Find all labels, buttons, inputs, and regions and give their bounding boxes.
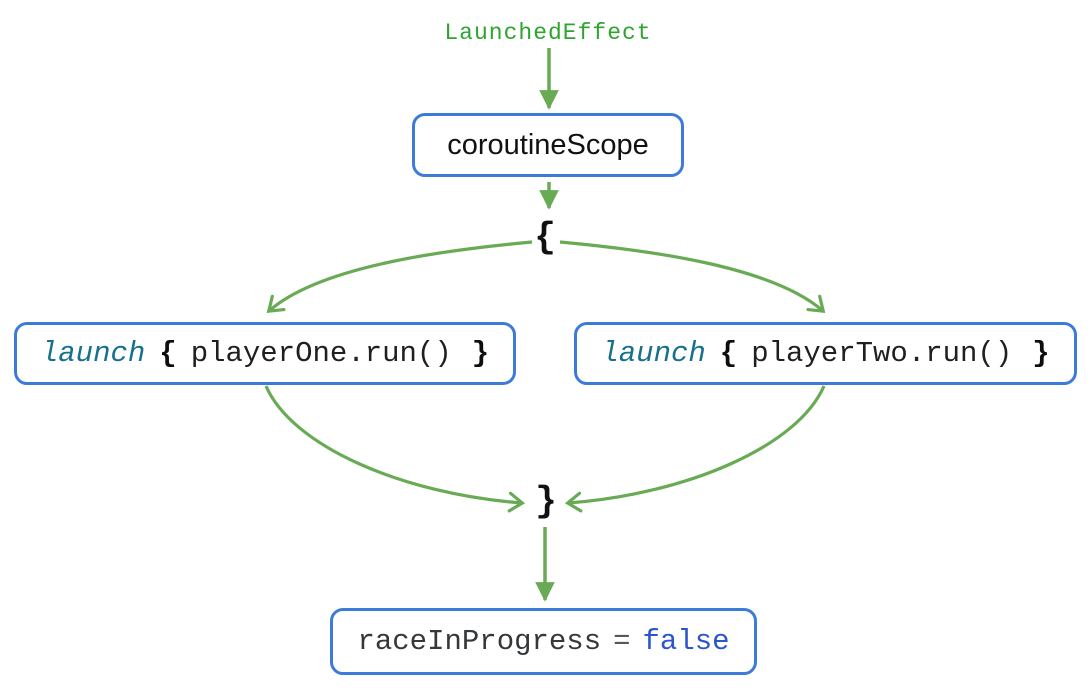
result-value: false [642,625,730,658]
close-brace-inline: } [1032,337,1050,370]
launch-keyword: launch [601,337,706,370]
launched-effect-label: LaunchedEffect [444,20,652,46]
coroutine-scope-label: coroutineScope [447,128,649,161]
launch-player-two-box: launch { playerTwo.run() } [574,322,1077,385]
close-brace: } [535,481,557,522]
arrow-player-two-to-close-brace [564,385,826,513]
result-variable: raceInProgress [357,625,602,658]
arrow-open-brace-to-player-two [559,240,826,314]
open-brace-inline: { [719,337,738,370]
player-one-call: playerOne.run() [190,337,452,370]
race-in-progress-box: raceInProgress = false [330,608,757,675]
launch-player-one-box: launch { playerOne.run() } [14,322,516,385]
equals-operator: = [613,625,631,658]
arrow-open-brace-to-player-one [266,240,533,314]
open-brace: { [534,217,556,258]
open-brace-inline: { [159,337,177,370]
close-brace-inline: } [471,337,490,370]
coroutine-scope-box: coroutineScope [412,113,684,177]
player-two-call: playerTwo.run() [751,337,1013,370]
arrow-player-one-to-close-brace [264,385,526,513]
launch-keyword: launch [40,337,146,370]
